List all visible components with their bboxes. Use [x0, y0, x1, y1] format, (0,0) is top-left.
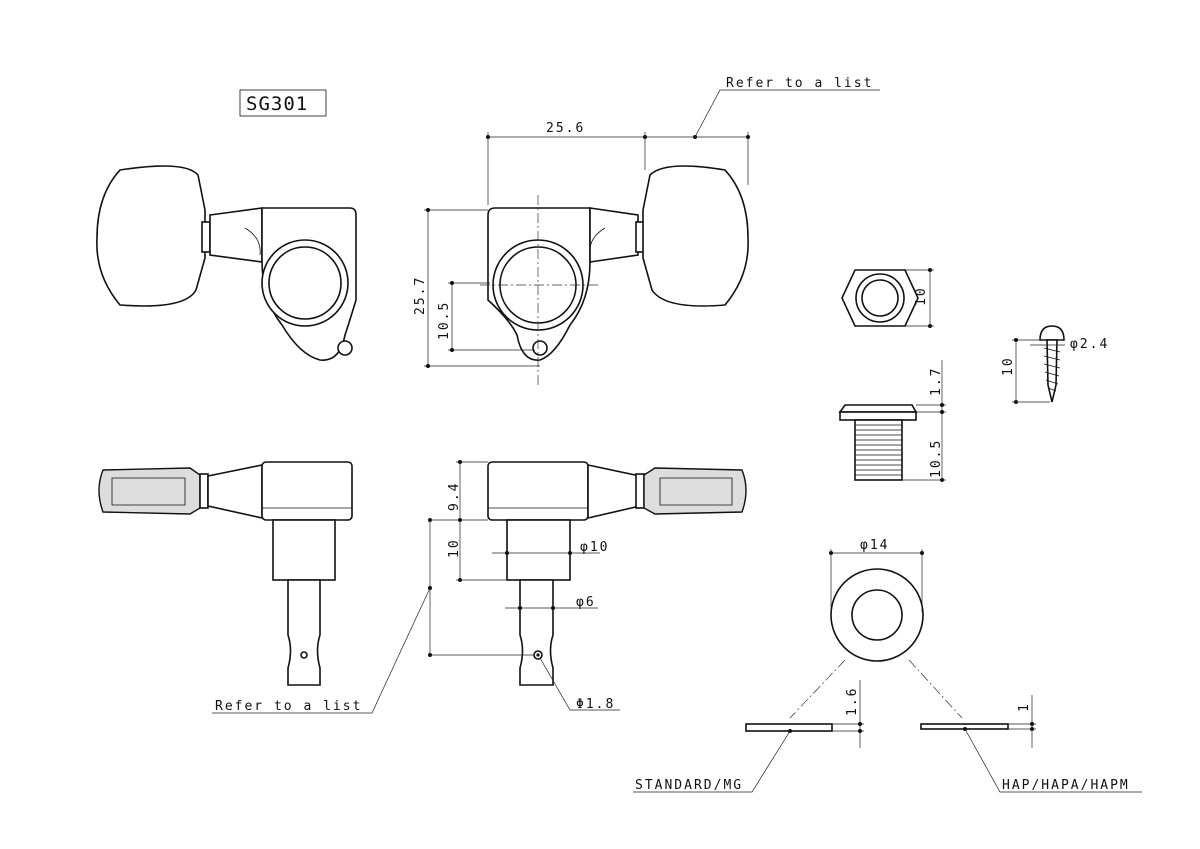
dim-post-10: 10	[447, 538, 462, 558]
tuner-front-view-right	[480, 165, 749, 388]
dimension-lines-top	[424, 89, 880, 368]
tuner-side-view-right	[487, 461, 747, 686]
tuner-front-view-left	[96, 165, 357, 361]
dimension-lines-bottom	[212, 460, 620, 714]
dim-9-4: 9.4	[447, 482, 462, 511]
dim-washer-1-6: 1.6	[845, 687, 860, 716]
washer	[633, 549, 1142, 793]
dim-25-7: 25.7	[413, 276, 428, 315]
label-hap: HAP/HAPA/HAPM	[1002, 778, 1130, 793]
dim-screw-10: 10	[1001, 356, 1016, 376]
dim-bushing-10-5: 10.5	[929, 439, 944, 478]
refer-to-list-top: Refer to a list	[726, 76, 873, 91]
label-standard-mg: STANDARD/MG	[635, 778, 743, 793]
model-box	[239, 89, 327, 117]
dim-washer-1: 1	[1017, 702, 1032, 712]
dim-phi-1-8: Φ1.8	[576, 697, 615, 712]
dim-screw-dia: φ2.4	[1070, 337, 1109, 352]
tuner-side-view-left	[98, 461, 353, 686]
refer-to-list-bottom: Refer to a list	[215, 699, 362, 714]
hex-nut	[841, 268, 934, 328]
wood-screw	[1012, 325, 1065, 404]
model-label: SG301	[246, 93, 308, 115]
bushing	[838, 360, 946, 482]
dim-25-6: 25.6	[546, 121, 585, 136]
dim-phi-6: φ6	[576, 595, 596, 610]
dim-phi-10: φ10	[580, 540, 609, 555]
dim-phi-14: φ14	[860, 538, 889, 553]
dim-bushing-1-7: 1.7	[929, 367, 944, 396]
dim-nut-10: 10	[914, 286, 929, 306]
dim-10-5: 10.5	[437, 301, 452, 340]
